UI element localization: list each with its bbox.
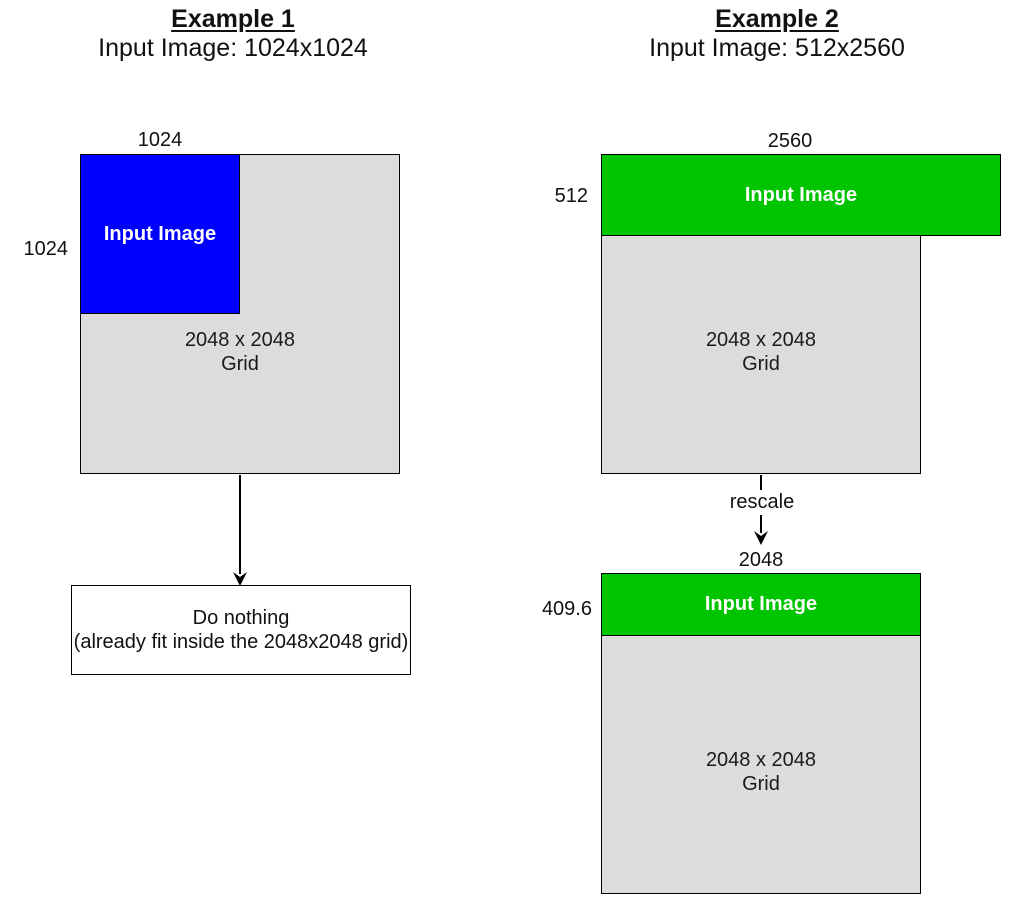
example1-height-label: 1024 [23,238,69,260]
grid-size-text: 2048 x 2048 [705,329,817,351]
example1-subtitle: Input Image: 1024x1024 [98,34,368,62]
example2-after-height-label: 409.6 [541,598,592,620]
input-image-label: Input Image [744,183,858,206]
input-image-label: Input Image [103,222,217,245]
example2-before-width-label: 2560 [767,130,813,152]
example2-after-grid-label: 2048 x 2048 Grid [601,748,921,796]
example2-title: Example 2 [715,5,839,33]
example2-connector-stem [760,475,762,490]
input-image-label: Input Image [704,593,818,615]
grid-word-text: Grid [221,353,259,375]
grid-size-text: 2048 x 2048 [705,749,817,771]
example2-rescale-label: rescale [729,491,795,513]
grid-word-text: Grid [742,773,780,795]
example2-subtitle: Input Image: 512x2560 [649,34,905,62]
example2-before-input-image: Input Image [601,154,1001,236]
example2-before-grid-label: 2048 x 2048 Grid [601,328,921,376]
example1-arrow-head-icon [233,572,247,586]
result-line2: (already fit inside the 2048x2048 grid) [73,631,409,653]
example1-title: Example 1 [171,5,295,33]
example1-input-image: Input Image [80,154,240,314]
grid-size-text: 2048 x 2048 [184,329,296,351]
example1-result-box: Do nothing (already fit inside the 2048x… [71,585,411,675]
example2-after-width-label: 2048 [738,549,784,571]
grid-word-text: Grid [742,353,780,375]
example2-after-input-image: Input Image [601,573,921,636]
example2-before-height-label: 512 [554,185,588,207]
example1-width-label: 1024 [137,129,183,151]
example1-grid-label: 2048 x 2048 Grid [80,328,400,376]
result-line1: Do nothing [192,607,290,629]
example2-arrow-stem [760,515,762,533]
example1-arrow-stem [239,475,241,574]
example2-arrow-head-icon [754,531,768,545]
